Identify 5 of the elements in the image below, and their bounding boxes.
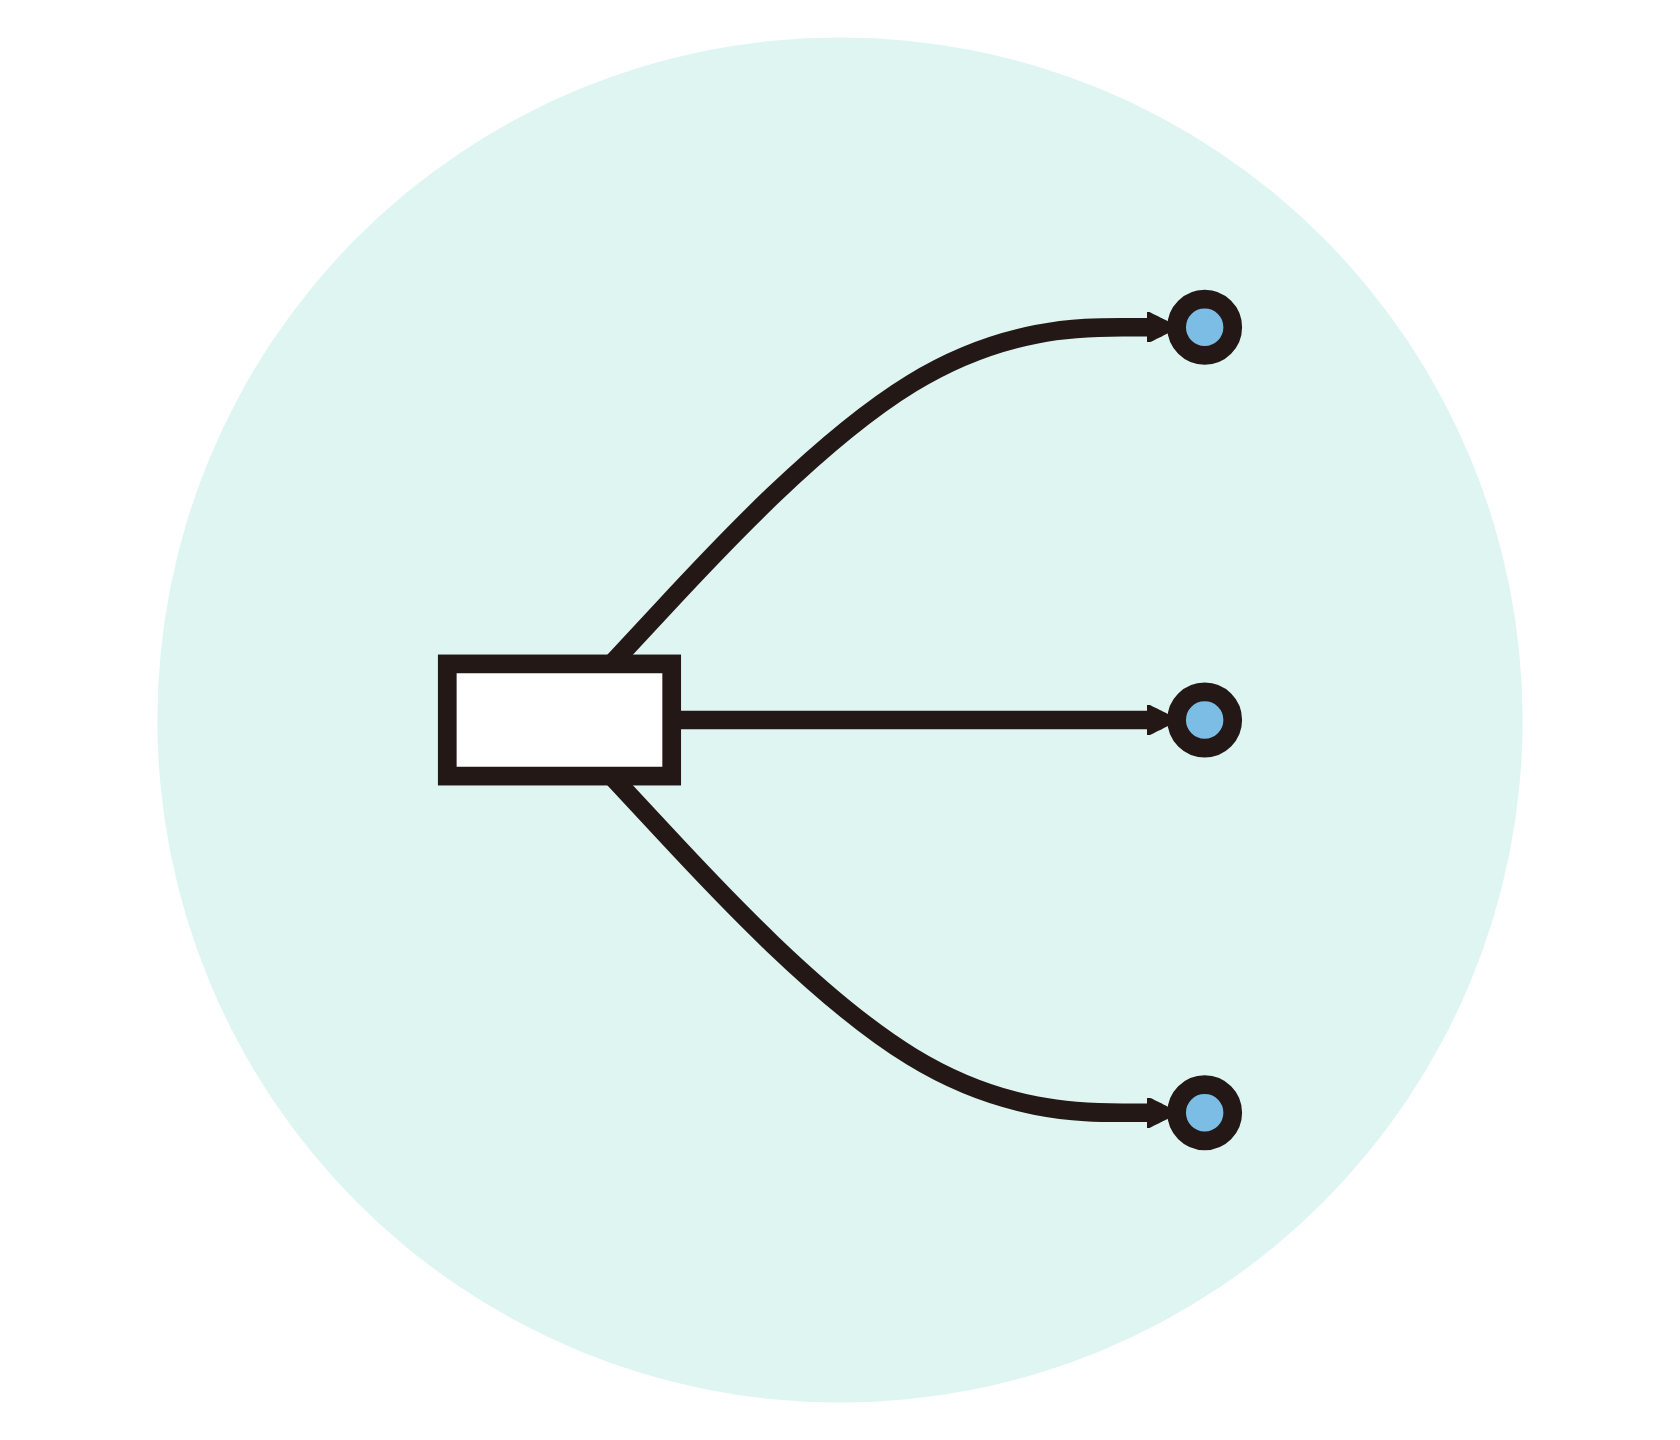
node-circle xyxy=(1167,682,1243,758)
node-circle xyxy=(1167,289,1243,365)
node-circle xyxy=(1167,1075,1243,1151)
cluster xyxy=(157,37,1523,1403)
node-box xyxy=(437,654,682,786)
